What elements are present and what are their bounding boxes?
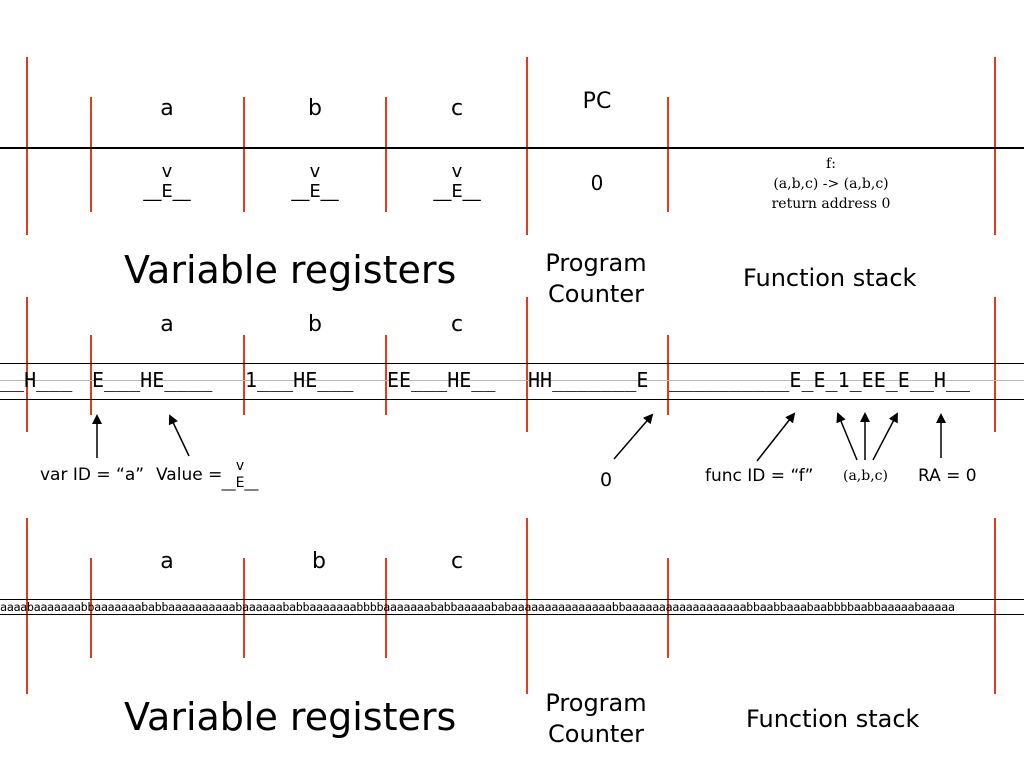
annotation-value-label: Value = bbox=[156, 465, 223, 485]
annotation-var-id: var ID = “a” bbox=[40, 465, 145, 485]
caret: v bbox=[451, 161, 463, 182]
register-value-b: v __E__ bbox=[291, 162, 338, 202]
value: __E__ bbox=[143, 181, 191, 202]
stack-signature: (a,b,c) -> (a,b,c) bbox=[773, 176, 889, 192]
arrow-value bbox=[168, 414, 190, 457]
arrow-func-id bbox=[756, 412, 796, 462]
register-label-b: b bbox=[312, 549, 326, 574]
value: __E__ bbox=[433, 181, 481, 202]
caption-pc-line-2: Counter bbox=[548, 720, 644, 748]
tape-segment-4: EE___HE__ bbox=[387, 368, 496, 392]
register-label-c: c bbox=[450, 96, 464, 121]
divider-right bbox=[994, 297, 996, 432]
annotation-args: (a,b,c) bbox=[843, 468, 888, 484]
annotation-value: v __E__ bbox=[222, 458, 259, 492]
tape-segment-1: __H___ bbox=[0, 368, 73, 392]
value: __E__ bbox=[291, 181, 339, 202]
divider-c bbox=[385, 335, 387, 415]
divider-right bbox=[994, 57, 996, 235]
divider-left bbox=[26, 518, 28, 694]
arrow-pc bbox=[613, 413, 654, 460]
register-separator bbox=[0, 147, 1024, 149]
caption-variable-registers: Variable registers bbox=[124, 695, 457, 739]
tape-border-top bbox=[0, 599, 1024, 600]
register-label-a: a bbox=[160, 549, 174, 574]
pc-label: PC bbox=[582, 89, 612, 114]
divider-a bbox=[90, 335, 92, 415]
caption-pc-line-1: Program bbox=[545, 249, 647, 277]
divider-left bbox=[26, 57, 28, 235]
register-value-c: v __E__ bbox=[433, 162, 480, 202]
tape-border-top bbox=[0, 363, 1024, 364]
caret: v bbox=[161, 161, 173, 182]
stack-func-name: f: bbox=[826, 156, 836, 172]
divider-stack bbox=[667, 97, 669, 212]
register-label-b: b bbox=[308, 96, 322, 121]
binary-tape: aaaabaaaaaaabbaaaaaaababbaaaaaaaaaabaaaa… bbox=[0, 600, 955, 614]
caption-function-stack: Function stack bbox=[743, 264, 917, 292]
pc-value: 0 bbox=[590, 171, 604, 195]
annotation-pc-value: 0 bbox=[600, 469, 613, 491]
divider-stack bbox=[667, 335, 669, 415]
divider-pc bbox=[526, 297, 528, 432]
register-label-a: a bbox=[160, 312, 174, 337]
caption-pc-line-2: Counter bbox=[548, 280, 644, 308]
caption-variable-registers: Variable registers bbox=[124, 248, 457, 292]
annotation-ra: RA = 0 bbox=[918, 466, 977, 486]
caption-function-stack: Function stack bbox=[746, 705, 920, 733]
register-label-a: a bbox=[160, 96, 174, 121]
caption-program-counter: Program Counter bbox=[545, 248, 646, 310]
divider-c bbox=[385, 97, 387, 212]
divider-a bbox=[90, 97, 92, 212]
stack-entry: f: (a,b,c) -> (a,b,c) return address 0 bbox=[772, 154, 891, 214]
stack-return-address: return address 0 bbox=[771, 196, 891, 212]
arrow-arg-3 bbox=[872, 412, 898, 461]
annotation-value-caret: v bbox=[235, 458, 245, 474]
tape-border-bottom bbox=[0, 614, 1024, 615]
tape-border-bottom bbox=[0, 399, 1024, 400]
register-label-c: c bbox=[450, 312, 464, 337]
caption-program-counter: Program Counter bbox=[545, 688, 646, 750]
register-label-b: b bbox=[308, 312, 322, 337]
divider-c bbox=[385, 558, 387, 658]
divider-b bbox=[243, 97, 245, 212]
divider-b bbox=[243, 558, 245, 658]
divider-right bbox=[994, 518, 996, 694]
tape-segment-5: HH_______E bbox=[528, 368, 649, 392]
caption-pc-line-1: Program bbox=[545, 689, 647, 717]
divider-pc bbox=[526, 57, 528, 235]
divider-a bbox=[90, 558, 92, 658]
divider-stack bbox=[667, 558, 669, 658]
tape-midline bbox=[0, 380, 1024, 381]
tape-segment-6: __________E_E_1_EE_E__H__ bbox=[669, 368, 971, 392]
register-label-c: c bbox=[450, 549, 464, 574]
annotation-func-id: func ID = “f” bbox=[705, 466, 814, 486]
divider-b bbox=[243, 335, 245, 415]
arrow-arg-1 bbox=[836, 412, 858, 461]
divider-pc bbox=[526, 518, 528, 694]
caret: v bbox=[309, 161, 321, 182]
tape-segment-2: E___HE____ bbox=[92, 368, 213, 392]
tape-segment-3: 1___HE___ bbox=[245, 368, 354, 392]
divider-left bbox=[26, 297, 28, 432]
annotation-value-value: __E__ bbox=[221, 475, 259, 491]
register-value-a: v __E__ bbox=[143, 162, 190, 202]
